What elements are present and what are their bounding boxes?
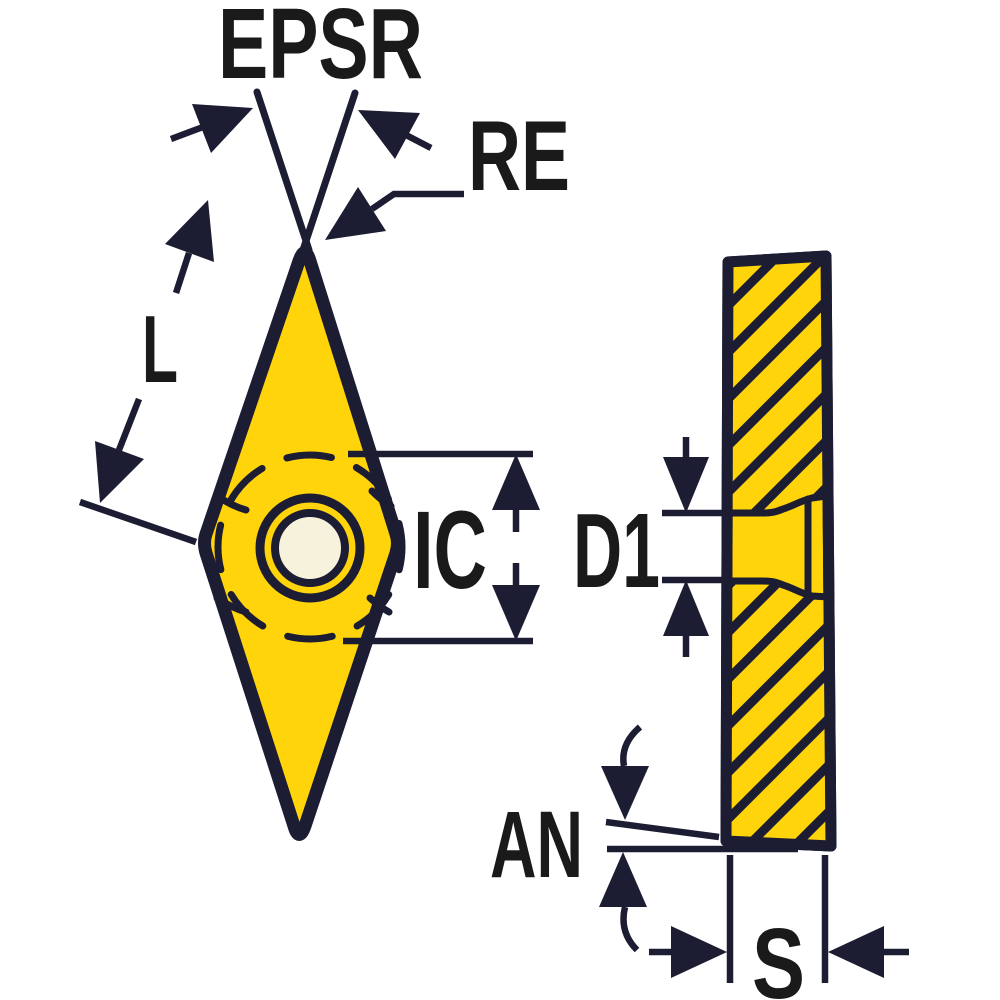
epsr-arrow-left-tail [169,123,205,143]
l-arrow-top [165,200,214,262]
an-arrow-bottom [599,852,647,907]
l-dim-line-lower [115,397,143,452]
an-label: AN [490,792,583,898]
ic-arrow-down [492,585,540,641]
epsr-angle-line-left [253,88,313,254]
dim-re [325,187,464,240]
dim-l [78,200,214,546]
d1-arrow-top [663,457,709,513]
re-arrowhead [325,187,386,240]
epsr-label: EPSR [218,0,423,100]
side-view-insert [720,250,837,852]
epsr-arrow-left [192,104,253,153]
d1-label: D1 [573,492,660,610]
epsr-arrow-right [358,110,420,159]
l-dim-line-upper [172,251,193,295]
epsr-angle-line-right [299,89,359,254]
dim-s [649,855,909,983]
dim-an [599,724,798,953]
s-label: S [752,908,805,1000]
re-leader-line [370,190,464,212]
l-arrow-bottom [95,441,144,503]
an-arrow-top [601,766,649,820]
s-arrow-left [671,926,727,978]
side-view-hatch-lower [726,581,831,846]
side-view-hatch-upper [727,256,826,513]
ic-arrow-up [492,454,540,510]
front-view-insert [198,246,406,841]
dim-d1 [662,437,722,657]
an-arrow-top-tail [620,724,643,767]
d1-arrow-bottom [663,580,709,636]
epsr-arrow-right-tail [404,132,433,151]
dim-epsr [169,88,433,254]
l-extension-tick [78,498,198,546]
center-hole [271,509,349,587]
l-label: L [142,296,178,403]
re-label: RE [468,100,570,211]
dim-ic [343,450,540,645]
an-arrow-bottom-tail [620,906,640,953]
side-view-outline-restroke [720,250,837,852]
ic-label: IC [413,489,487,612]
inscribed-circle-dashed [214,451,406,643]
s-arrow-right [828,926,884,978]
an-slanted-edge-line [605,818,720,841]
